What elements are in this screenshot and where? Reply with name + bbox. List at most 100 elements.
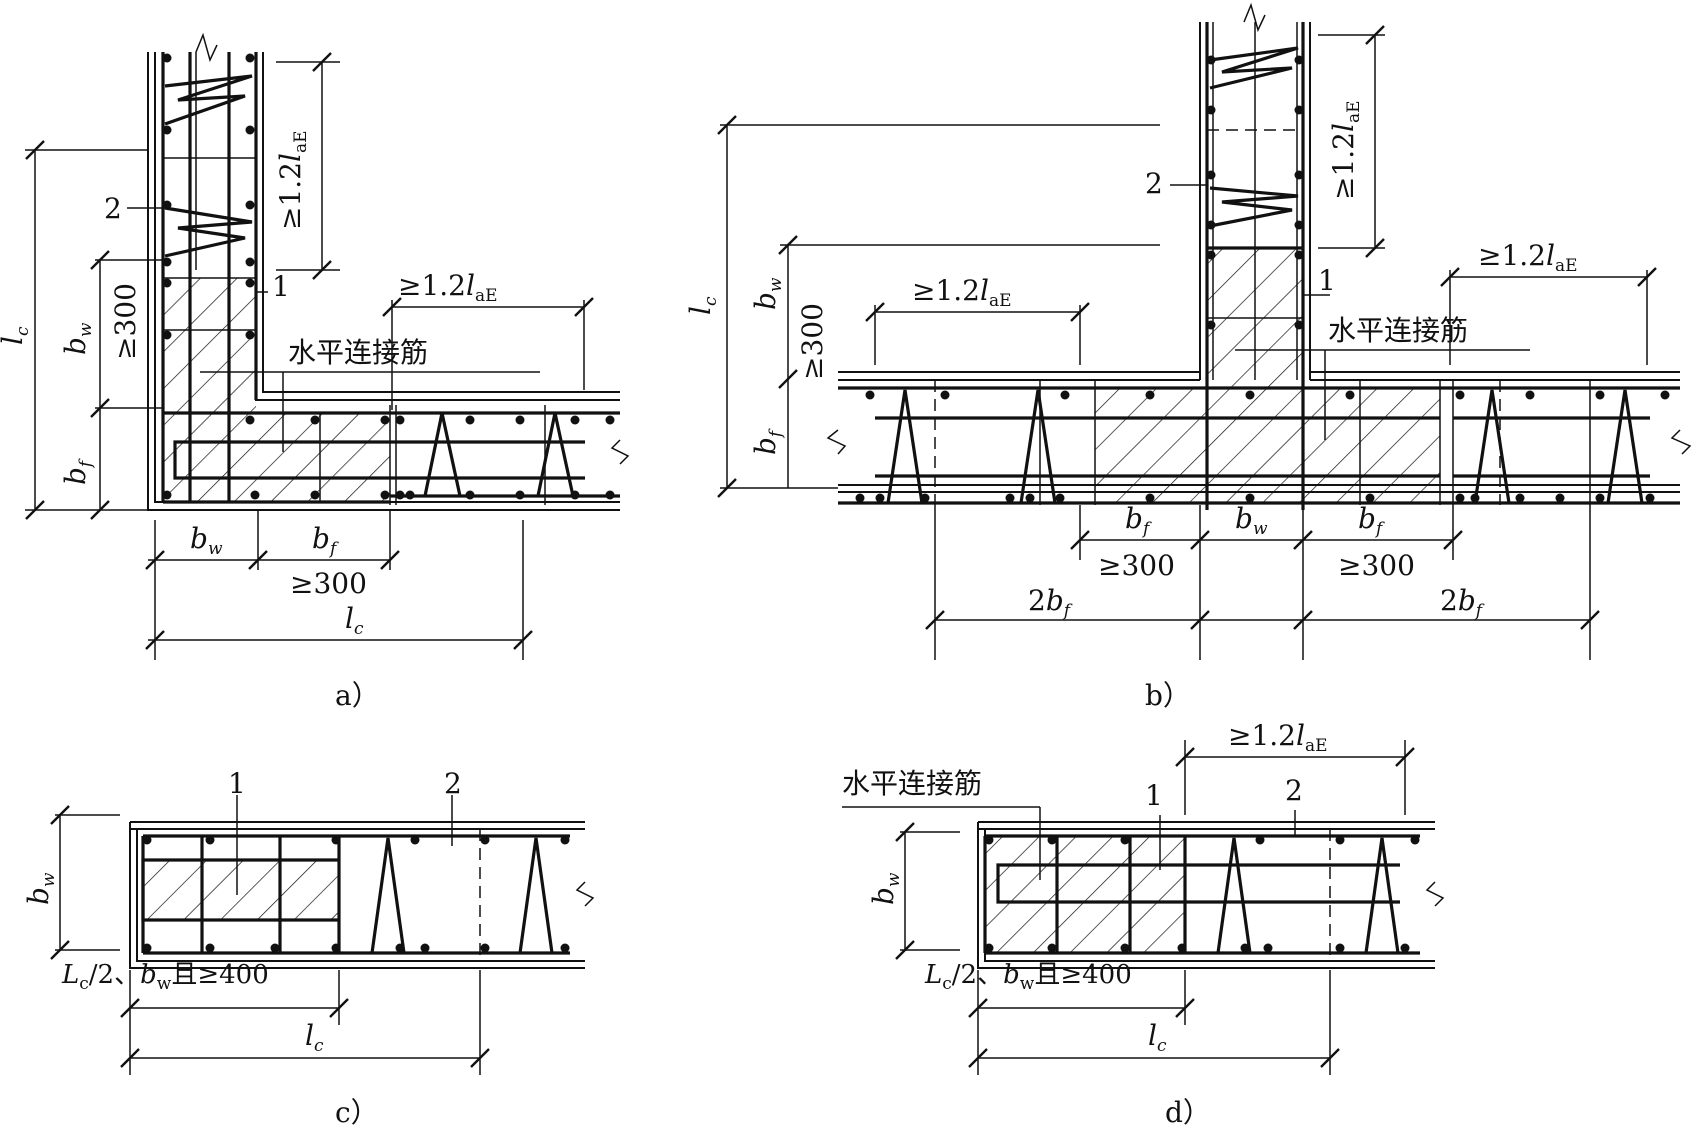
- svg-text:bw: bw: [749, 277, 786, 310]
- rebar-dot: [1245, 493, 1255, 503]
- label-horizontal-bar: 水平连接筋: [842, 767, 982, 800]
- rebar-dot: [465, 415, 475, 425]
- rebar-dot: [245, 330, 255, 340]
- rebar-dot: [142, 943, 152, 953]
- svg-text:bw: bw: [1235, 502, 1268, 539]
- svg-text:lc: lc: [0, 326, 33, 345]
- rebar-dot: [245, 53, 255, 63]
- rebar-dot: [465, 490, 475, 500]
- label-item-2: 2: [104, 192, 122, 225]
- rebar-dot: [310, 490, 320, 500]
- svg-text:2bf: 2bf: [1028, 584, 1073, 621]
- label-item-2: 2: [444, 767, 462, 800]
- rebar-dot: [515, 415, 525, 425]
- rebar-dot: [1206, 250, 1216, 260]
- svg-text:≥300: ≥300: [1098, 549, 1175, 582]
- rebar-dot: [1400, 943, 1410, 953]
- rebar-dot: [1047, 835, 1057, 845]
- rebar-dot: [1206, 105, 1216, 115]
- rebar-dot: [1555, 493, 1565, 503]
- svg-text:Lc/2、bw且≥400: Lc/2、bw且≥400: [924, 960, 1132, 994]
- svg-text:lc: lc: [345, 602, 364, 639]
- rebar-dot: [560, 835, 570, 845]
- rebar-dot: [1345, 390, 1355, 400]
- rebar-dot: [395, 490, 405, 500]
- rebar-dot: [1294, 220, 1304, 230]
- rebar-dot: [1245, 390, 1255, 400]
- panel-b-labels: lc bw ≥300 bf ≥1.2laE 2 1 水平连接筋 ≥1.2laE …: [684, 100, 1578, 712]
- rebar-dot: [1055, 493, 1065, 503]
- rebar-dot: [142, 835, 152, 845]
- rebar-dot: [250, 490, 260, 500]
- label-horizontal-bar: 水平连接筋: [1328, 314, 1468, 347]
- svg-text:≥1.2laE: ≥1.2laE: [1327, 100, 1364, 200]
- rebar-dot: [855, 493, 865, 503]
- svg-text:≥1.2laE: ≥1.2laE: [1228, 719, 1328, 756]
- rebar-dot: [245, 200, 255, 210]
- rebar-dot: [162, 125, 172, 135]
- rebar-dot: [205, 943, 215, 953]
- svg-text:≥1.2laE: ≥1.2laE: [398, 269, 498, 306]
- panel-d-labels: 水平连接筋 bw 1 2 ≥1.2laE Lc/2、bw且≥400 lc d）: [842, 719, 1328, 1127]
- rebar-dot: [984, 943, 994, 953]
- label-item-1: 1: [1145, 779, 1163, 812]
- rebar-dot: [1595, 493, 1605, 503]
- rebar-dot: [1294, 250, 1304, 260]
- rebar-dot: [1255, 835, 1265, 845]
- rebar-dot: [162, 330, 172, 340]
- rebar-dot: [605, 490, 615, 500]
- svg-text:≥1.2laE: ≥1.2laE: [1478, 239, 1578, 276]
- svg-text:bw: bw: [867, 872, 904, 905]
- rebar-dot: [1145, 390, 1155, 400]
- rebar-dot: [920, 493, 930, 503]
- rebar-dot: [1525, 390, 1535, 400]
- rebar-dot: [984, 835, 994, 845]
- rebar-dot: [162, 257, 172, 267]
- rebar-dot: [270, 943, 280, 953]
- rebar-dot: [205, 835, 215, 845]
- rebar-dot: [940, 390, 950, 400]
- svg-text:bf: bf: [749, 428, 786, 455]
- rebar-dot: [480, 835, 490, 845]
- rebar-dot: [162, 490, 172, 500]
- rebar-dot: [480, 943, 490, 953]
- rebar-dot: [1335, 943, 1345, 953]
- svg-text:≥300: ≥300: [1338, 549, 1415, 582]
- rebar-dot: [410, 835, 420, 845]
- svg-text:≥300: ≥300: [109, 283, 142, 360]
- svg-text:lc: lc: [305, 1019, 324, 1056]
- rebar-dot: [865, 390, 875, 400]
- panel-c-straight-wall: [50, 795, 595, 1075]
- panel-a-labels: ≥1.2laE lc bw ≥300 bf 2 1 水平连接筋 ≥1.2laE …: [0, 130, 498, 712]
- rebar-dot: [395, 415, 405, 425]
- rebar-dot: [1120, 835, 1130, 845]
- svg-text:≥1.2laE: ≥1.2laE: [274, 130, 311, 230]
- rebar-dot: [245, 415, 255, 425]
- rebar-dot: [1515, 493, 1525, 503]
- rebar-dot: [310, 415, 320, 425]
- rebar-dot: [1206, 170, 1216, 180]
- rebar-dot: [1145, 493, 1155, 503]
- svg-text:lc: lc: [1148, 1019, 1167, 1056]
- label-item-2: 2: [1145, 167, 1163, 200]
- rebar-dot: [1294, 105, 1304, 115]
- rebar-dot: [875, 493, 885, 503]
- rebar-dot: [1294, 170, 1304, 180]
- rebar-dot: [1595, 390, 1605, 400]
- svg-text:bf: bf: [1358, 502, 1385, 539]
- rebar-dot: [605, 415, 615, 425]
- rebar-dot: [1294, 320, 1304, 330]
- rebar-dot: [1263, 943, 1273, 953]
- rebar-dot: [515, 490, 525, 500]
- caption-d: d）: [1165, 1096, 1211, 1127]
- rebar-dot: [1120, 943, 1130, 953]
- rebar-dot: [162, 200, 172, 210]
- svg-text:≥300: ≥300: [796, 303, 829, 380]
- svg-text:bw: bw: [190, 522, 223, 559]
- panel-c-labels: bw 1 2 Lc/2、bw且≥400 lc c）: [22, 767, 462, 1127]
- rebar-dot: [1047, 943, 1057, 953]
- rebar-dot: [1177, 943, 1187, 953]
- rebar-dot: [1335, 835, 1345, 845]
- rebar-dot: [405, 490, 415, 500]
